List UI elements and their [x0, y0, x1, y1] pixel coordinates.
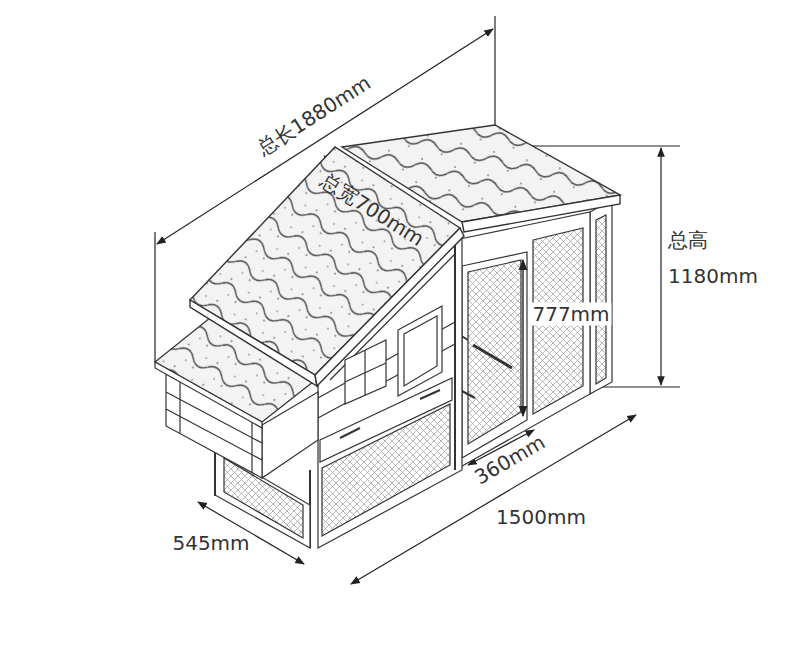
height-dimension: 总高 1180mm [668, 222, 768, 294]
base-length-dimension: 1500mm [496, 506, 586, 529]
base-width-dimension: 545mm [172, 532, 249, 555]
door-height-dimension: 777mm [530, 303, 611, 326]
